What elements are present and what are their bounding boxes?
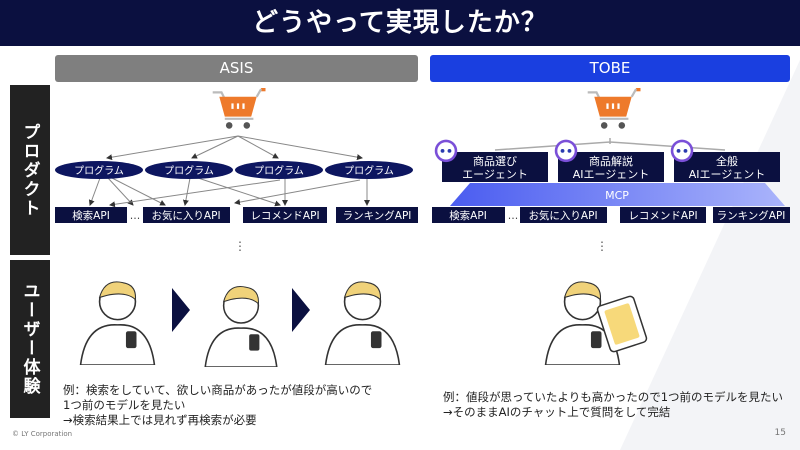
caption-line: 例：検索をしていて、欲しい商品があったが値段が高いので <box>63 383 373 397</box>
copyright: © LY Corporation <box>12 430 73 438</box>
svg-text:全般: 全般 <box>716 154 738 168</box>
caption-line: →そのままAIのチャット上で質問をして完結 <box>443 405 671 419</box>
svg-text:MCP: MCP <box>605 189 629 202</box>
svg-text:ランキングAPI: ランキングAPI <box>343 209 412 222</box>
svg-text:お気に入りAPI: お気に入りAPI <box>528 209 597 222</box>
arrow-right-icon <box>292 288 310 332</box>
mcp-layer: MCP <box>450 183 785 206</box>
svg-text:プログラム: プログラム <box>164 164 214 177</box>
svg-text:商品解説: 商品解説 <box>589 154 633 168</box>
ellipsis: … <box>130 210 141 222</box>
program-node: プログラム <box>235 161 323 179</box>
person-happy-illustration <box>324 281 401 365</box>
api-box: レコメンドAPI <box>620 207 706 223</box>
svg-text:レコメンドAPI: レコメンドAPI <box>628 210 697 222</box>
asis-connectors <box>88 135 370 208</box>
vertical-ellipsis: ⋮ <box>234 239 246 253</box>
tobe-header: TOBE <box>430 55 790 82</box>
caption-line: 1つ前のモデルを見たい <box>63 398 186 412</box>
api-box: 検索API <box>55 207 127 223</box>
svg-text:プログラム: プログラム <box>74 164 124 177</box>
person-happy-illustration <box>79 281 156 365</box>
tobe-apis: 検索API … お気に入りAPI レコメンドAPI ランキングAPI <box>432 207 790 223</box>
asis-programs: プログラム プログラム プログラム プログラム <box>55 161 413 179</box>
api-box: 検索API <box>432 207 505 223</box>
program-node: プログラム <box>145 161 233 179</box>
svg-text:エージェント: エージェント <box>462 168 528 181</box>
caption-line: 例：値段が思っていたよりも高かったので1つ前のモデルを見たい <box>443 390 784 404</box>
caption-line: →検索結果上では見れず再検索が必要 <box>63 413 257 427</box>
svg-text:レコメンドAPI: レコメンドAPI <box>250 210 319 222</box>
svg-text:検索API: 検索API <box>72 209 110 222</box>
svg-text:検索API: 検索API <box>449 209 487 222</box>
svg-text:プログラム: プログラム <box>254 164 304 177</box>
api-box: お気に入りAPI <box>143 207 230 223</box>
api-box: レコメンドAPI <box>243 207 327 223</box>
arrow-right-icon <box>172 288 190 332</box>
person-thinking-illustration <box>204 285 278 367</box>
svg-text:お気に入りAPI: お気に入りAPI <box>151 209 220 222</box>
svg-text:商品選び: 商品選び <box>473 154 517 168</box>
side-label-ux: ユーザー体験 <box>10 260 50 418</box>
cart-icon <box>211 88 266 130</box>
asis-header: ASIS <box>55 55 418 82</box>
vertical-ellipsis: ⋮ <box>596 239 608 253</box>
background-shape <box>620 60 800 450</box>
api-box: お気に入りAPI <box>520 207 607 223</box>
ai-bot-icon <box>554 139 578 163</box>
asis-caption: 例：検索をしていて、欲しい商品があったが値段が高いので 1つ前のモデルを見たい … <box>63 383 372 428</box>
slide-title: どうやって実現したか？ <box>0 0 800 46</box>
svg-text:ランキングAPI: ランキングAPI <box>717 209 786 222</box>
ellipsis: … <box>508 210 519 222</box>
ai-bot-icon <box>434 139 458 163</box>
svg-text:AIエージェント: AIエージェント <box>689 168 766 181</box>
person-tablet-illustration <box>544 281 648 365</box>
tobe-caption: 例：値段が思っていたよりも高かったので1つ前のモデルを見たい →そのままAIのチ… <box>443 390 783 420</box>
asis-apis: 検索API … お気に入りAPI レコメンドAPI ランキングAPI <box>55 207 418 223</box>
svg-text:プログラム: プログラム <box>344 164 394 177</box>
svg-text:AIエージェント: AIエージェント <box>573 168 650 181</box>
program-node: プログラム <box>325 161 413 179</box>
cart-icon <box>586 88 641 130</box>
api-box: ランキングAPI <box>713 207 790 223</box>
page-number: 15 <box>774 428 786 438</box>
program-node: プログラム <box>55 161 143 179</box>
api-box: ランキングAPI <box>336 207 418 223</box>
ai-bot-icon <box>670 139 694 163</box>
side-label-product: プロダクト <box>10 85 50 255</box>
